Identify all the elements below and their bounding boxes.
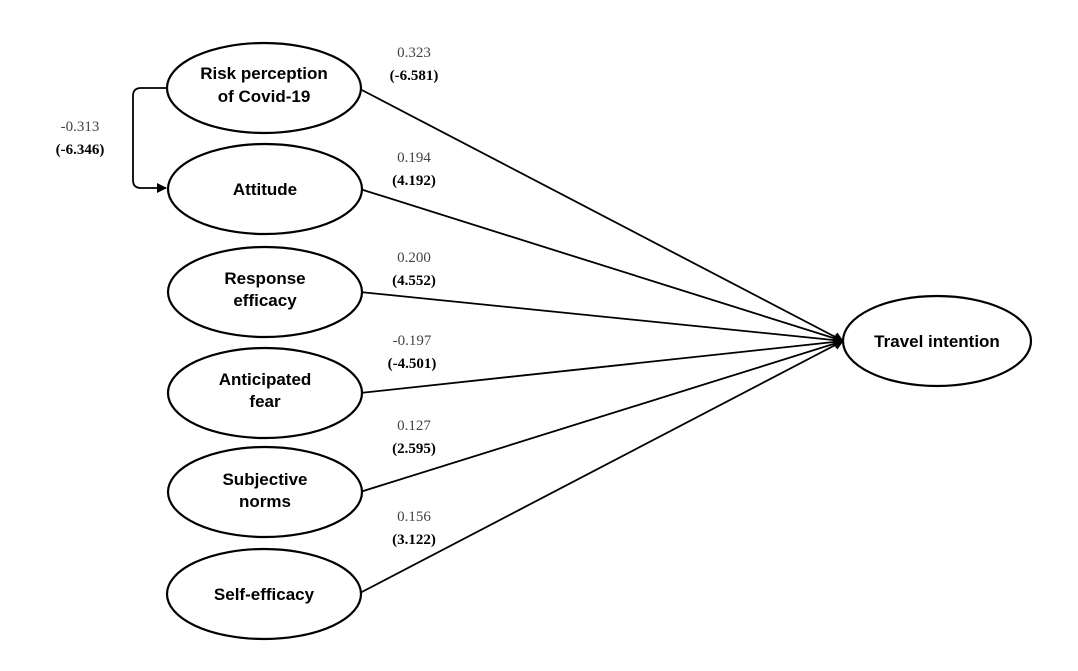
path-coefficient: 0.127 — [397, 418, 431, 434]
node-label-line-1: Self-efficacy — [214, 585, 315, 604]
node-label-line-2: norms — [239, 492, 291, 511]
path-coefficient: 0.156 — [397, 509, 431, 525]
node-label-line-1: Attitude — [233, 180, 297, 199]
label-response-to-travel: 0.200 (4.552) — [392, 250, 436, 289]
node-risk-perception: Risk perception of Covid-19 — [165, 41, 363, 135]
node-anticipated-fear: Anticipated fear — [166, 346, 364, 440]
label-risk-to-attitude: -0.313 (-6.346) — [56, 119, 105, 158]
node-self-efficacy: Self-efficacy — [165, 547, 363, 641]
t-value: (-6.581) — [390, 68, 439, 84]
t-value: (-6.346) — [56, 142, 105, 158]
node-attitude: Attitude — [166, 142, 364, 236]
label-self-to-travel: 0.156 (3.122) — [392, 509, 436, 548]
node-label-line-2: of Covid-19 — [218, 87, 311, 106]
node-label-line-1: Response — [224, 269, 305, 288]
edge-risk-to-travel — [357, 87, 844, 342]
node-travel-intention: Travel intention — [841, 294, 1033, 388]
node-label-line-2: efficacy — [233, 291, 297, 310]
t-value: (4.552) — [392, 273, 436, 289]
node-response-efficacy: Response efficacy — [166, 245, 364, 339]
path-coefficient: -0.313 — [61, 119, 100, 135]
node-label-line-2: fear — [249, 392, 281, 411]
path-coefficient: 0.323 — [397, 45, 431, 61]
t-value: (2.595) — [392, 441, 436, 457]
node-label-line-1: Anticipated — [219, 370, 312, 389]
edge-risk-to-attitude — [132, 87, 172, 193]
t-value: (-4.501) — [388, 356, 437, 372]
node-label-line-1: Travel intention — [874, 332, 1000, 351]
label-norms-to-travel: 0.127 (2.595) — [392, 418, 436, 457]
edge-fear-to-travel — [359, 336, 844, 394]
edge-attitude-to-travel — [359, 188, 844, 344]
node-label-line-1: Risk perception — [200, 64, 328, 83]
path-coefficient: 0.194 — [397, 150, 431, 166]
t-value: (3.122) — [392, 532, 436, 548]
edge-response-to-travel — [359, 291, 844, 346]
t-value: (4.192) — [392, 173, 436, 189]
edge-self-to-travel — [357, 340, 844, 595]
edge-norms-to-travel — [359, 338, 844, 493]
node-subjective-norms: Subjective norms — [166, 445, 364, 539]
node-label-line-1: Subjective — [222, 470, 307, 489]
label-fear-to-travel: -0.197 (-4.501) — [388, 333, 437, 372]
path-coefficient: 0.200 — [397, 250, 431, 266]
path-coefficient: -0.197 — [393, 333, 432, 349]
label-attitude-to-travel: 0.194 (4.192) — [392, 150, 436, 189]
label-risk-to-travel: 0.323 (-6.581) — [390, 45, 439, 84]
